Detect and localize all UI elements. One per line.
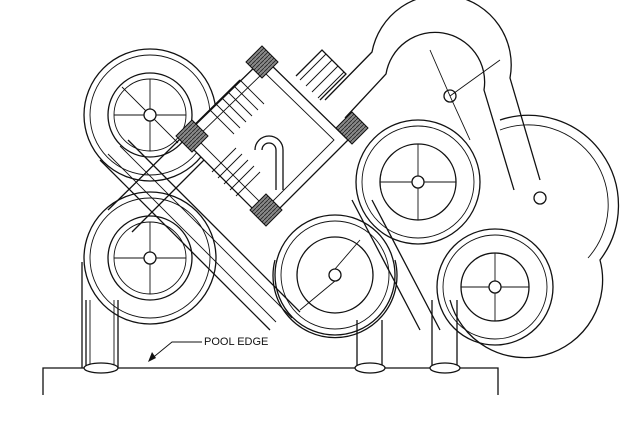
pool-edge-outline xyxy=(42,367,499,395)
lower-left-helix xyxy=(83,191,217,325)
pool-edge-label: POOL EDGE xyxy=(204,336,268,348)
middle-right-helix xyxy=(355,119,481,245)
diagonal-flume-left xyxy=(99,79,301,331)
tower-platform xyxy=(175,45,369,227)
right-helix xyxy=(436,114,620,359)
upper-right-loop xyxy=(324,0,541,191)
lower-middle-helix xyxy=(272,214,398,339)
upper-left-helix xyxy=(83,48,217,182)
middle-runouts xyxy=(351,199,461,374)
pool-edge-callout: POOL EDGE xyxy=(148,336,268,362)
left-runout-slide xyxy=(81,262,119,374)
top-stair-flight xyxy=(295,49,347,101)
tower-stairs xyxy=(209,79,265,197)
